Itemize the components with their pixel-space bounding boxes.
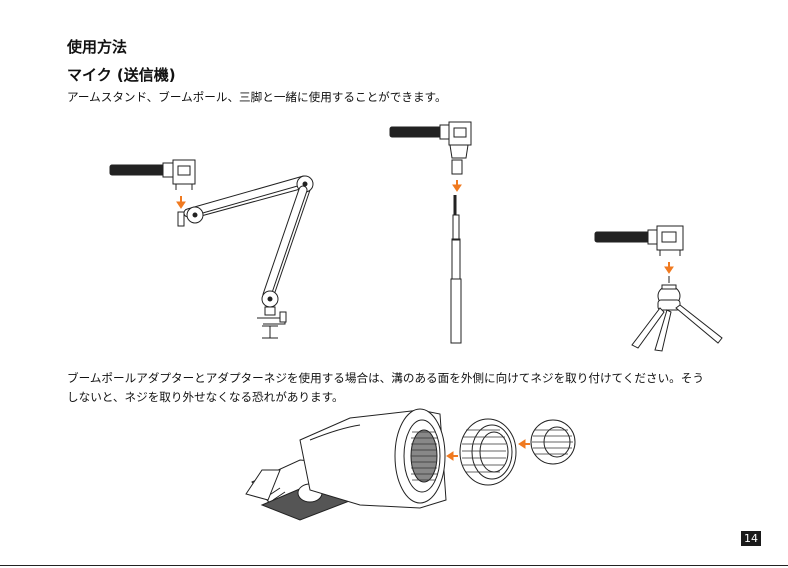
section-title: 使用方法	[67, 38, 127, 56]
adapter-screw-orientation-illustration	[0, 405, 788, 530]
intro-text: アームスタンド、ブームポール、三脚と一緒に使用することができます。	[67, 88, 447, 106]
microphone-on-arm-stand-illustration	[110, 160, 313, 338]
mounting-illustrations	[0, 120, 788, 355]
footer-rule	[0, 565, 788, 566]
adapter-note-line-2: しないと、ネジを取り外せなくなる恐れがあります。	[67, 388, 344, 406]
mic-foam-body	[110, 165, 165, 175]
left-arrow-icon	[519, 440, 525, 448]
subsection-title: マイク (送信機)	[67, 66, 176, 84]
microphone-on-tripod-illustration	[595, 226, 722, 351]
microphone-on-boom-pole-illustration	[390, 122, 471, 343]
adapter-note-line-1: ブームポールアダプターとアダプターネジを使用する場合は、溝のある面を外側に向けて…	[67, 369, 704, 387]
down-arrow-icon	[665, 267, 673, 273]
left-arrow-icon	[447, 452, 453, 460]
down-arrow-icon	[177, 202, 185, 208]
page-number-badge: 14	[741, 531, 761, 546]
down-arrow-icon	[453, 185, 461, 191]
